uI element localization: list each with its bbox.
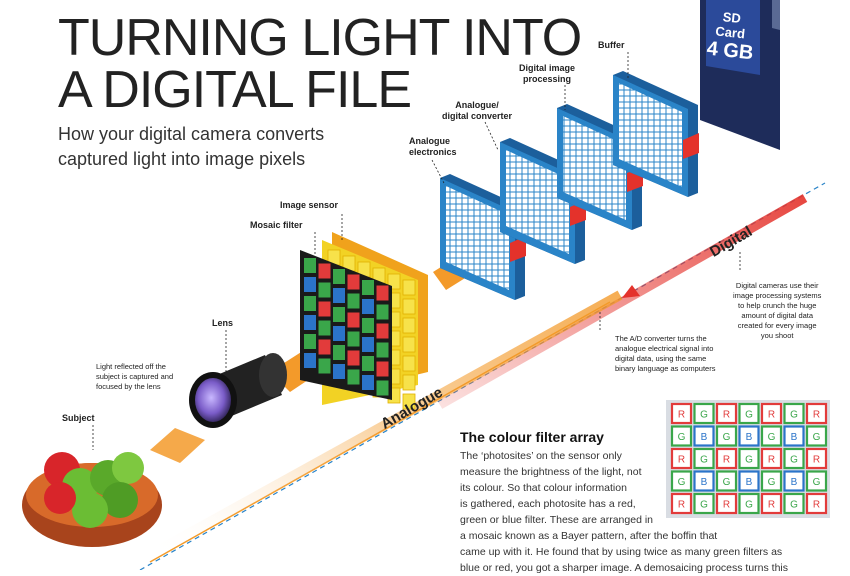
cfa-line: measure the brightness of the light, not: [460, 466, 642, 478]
leader-lines: [92, 52, 741, 450]
page-title: TURNING LIGHT INTO A DIGITAL FILE: [58, 9, 582, 119]
label-ad-converter-1: Analogue/: [455, 100, 499, 110]
label-image-sensor: Image sensor: [280, 200, 339, 210]
bayer-cell-letter: R: [813, 500, 820, 511]
bayer-cell-letter: B: [746, 477, 753, 488]
label-analogue-electronics-2: electronics: [409, 147, 457, 157]
mosaic-filter: [300, 250, 392, 400]
bayer-cell-letter: G: [745, 410, 753, 421]
cfa-line: its colour. So that colour information: [460, 482, 627, 494]
bayer-cell-letter: G: [700, 500, 708, 511]
bayer-cell-letter: G: [813, 477, 821, 488]
sd-card: [700, 0, 780, 150]
bayer-cell-letter: B: [791, 432, 798, 443]
bayer-cell-letter: B: [791, 477, 798, 488]
label-ad-converter-2: digital converter: [442, 111, 513, 121]
label-mosaic-filter: Mosaic filter: [250, 220, 303, 230]
note-digital-line: to help crunch the huge: [737, 301, 817, 310]
bayer-cell-letter: G: [723, 477, 731, 488]
label-analogue-electronics-1: Analogue: [409, 136, 451, 146]
bayer-cell-letter: B: [746, 432, 753, 443]
bayer-cell-letter: R: [678, 410, 685, 421]
bayer-cell-letter: B: [701, 477, 708, 488]
bayer-cell-letter: G: [745, 455, 753, 466]
bayer-cell-letter: R: [768, 410, 775, 421]
label-digital-processing-2: processing: [523, 74, 572, 84]
cfa-heading: The colour filter array: [460, 429, 604, 445]
bayer-cell-letter: G: [678, 432, 686, 443]
processing-panels: [440, 71, 699, 300]
note-digital-line: you shoot: [760, 331, 794, 340]
label-ad-converter: Analogue/ digital converter: [442, 100, 512, 122]
note-ad-converter: The A/D converter turns the analogue ele…: [615, 334, 715, 374]
label-analogue-electronics: Analogue electronics: [409, 136, 457, 158]
title-line-2: A DIGITAL FILE: [58, 61, 412, 119]
bayer-cell-letter: R: [678, 455, 685, 466]
subtitle-line-1: How your digital camera converts: [58, 124, 325, 144]
cfa-line: is gathered, each photosite has a red,: [460, 498, 636, 510]
note-digital: Digital cameras use their image processi…: [733, 281, 821, 341]
label-digital-processing-1: Digital image: [519, 63, 576, 73]
note-digital-line: created for every image: [737, 321, 817, 330]
bayer-cell-letter: R: [723, 455, 730, 466]
bayer-cell-letter: G: [745, 500, 753, 511]
subtitle-line-2: captured light into image pixels: [58, 149, 306, 169]
note-ad-line: analogue electrical signal into: [615, 344, 714, 353]
bayer-cell-letter: R: [813, 455, 820, 466]
bayer-cell-letter: G: [723, 432, 731, 443]
bayer-cell-letter: G: [678, 477, 686, 488]
bayer-cell-letter: G: [768, 432, 776, 443]
label-buffer: Buffer: [598, 40, 625, 50]
bayer-cell-letter: G: [700, 455, 708, 466]
bayer-cell-letter: R: [768, 455, 775, 466]
label-subject: Subject: [62, 413, 95, 423]
cfa-line: blue or red, you got a sharper image. A …: [460, 562, 789, 574]
cfa-line: The ‘photosites’ on the sensor only: [460, 450, 622, 462]
cfa-line: came up with it. He found that by using …: [460, 546, 783, 558]
bayer-cell-letter: G: [790, 500, 798, 511]
cfa-line: a mosaic known as a Bayer pattern, after…: [460, 530, 718, 542]
bayer-cell-letter: R: [678, 500, 685, 511]
note-ad-line: digital data, using the same: [615, 354, 707, 363]
bayer-cell-letter: R: [723, 410, 730, 421]
note-ad-line: The A/D converter turns the: [615, 334, 707, 343]
note-ad-line: binary language as computers: [615, 364, 716, 373]
title-line-1: TURNING LIGHT INTO: [58, 9, 582, 67]
bayer-cell-letter: R: [813, 410, 820, 421]
note-digital-line: image processing systems: [733, 291, 822, 300]
axis-lines: [139, 182, 826, 570]
page-subtitle: How your digital camera converts capture…: [58, 122, 378, 172]
note-digital-line: Digital cameras use their: [735, 281, 819, 290]
bayer-cell-letter: B: [701, 432, 708, 443]
subject-apples: [22, 452, 162, 547]
bayer-cell-letter: G: [813, 432, 821, 443]
note-light-line: subject is captured and: [96, 372, 174, 381]
label-lens: Lens: [212, 318, 234, 328]
note-digital-line: amount of digital data: [741, 311, 814, 320]
bayer-cell-letter: G: [790, 455, 798, 466]
note-light: Light reflected off the subject is captu…: [96, 362, 173, 392]
note-light-line: focused by the lens: [96, 382, 161, 391]
bayer-cell-letter: G: [700, 410, 708, 421]
note-light-line: Light reflected off the: [96, 362, 166, 371]
bayer-cell-letter: R: [768, 500, 775, 511]
cfa-line: green or blue filter. These are arranged…: [460, 514, 654, 526]
bayer-cell-letter: G: [790, 410, 798, 421]
bayer-cell-letter: R: [723, 500, 730, 511]
lens-graphic: [189, 353, 287, 428]
bayer-cell-letter: G: [768, 477, 776, 488]
label-digital-processing: Digital image processing: [519, 63, 575, 85]
